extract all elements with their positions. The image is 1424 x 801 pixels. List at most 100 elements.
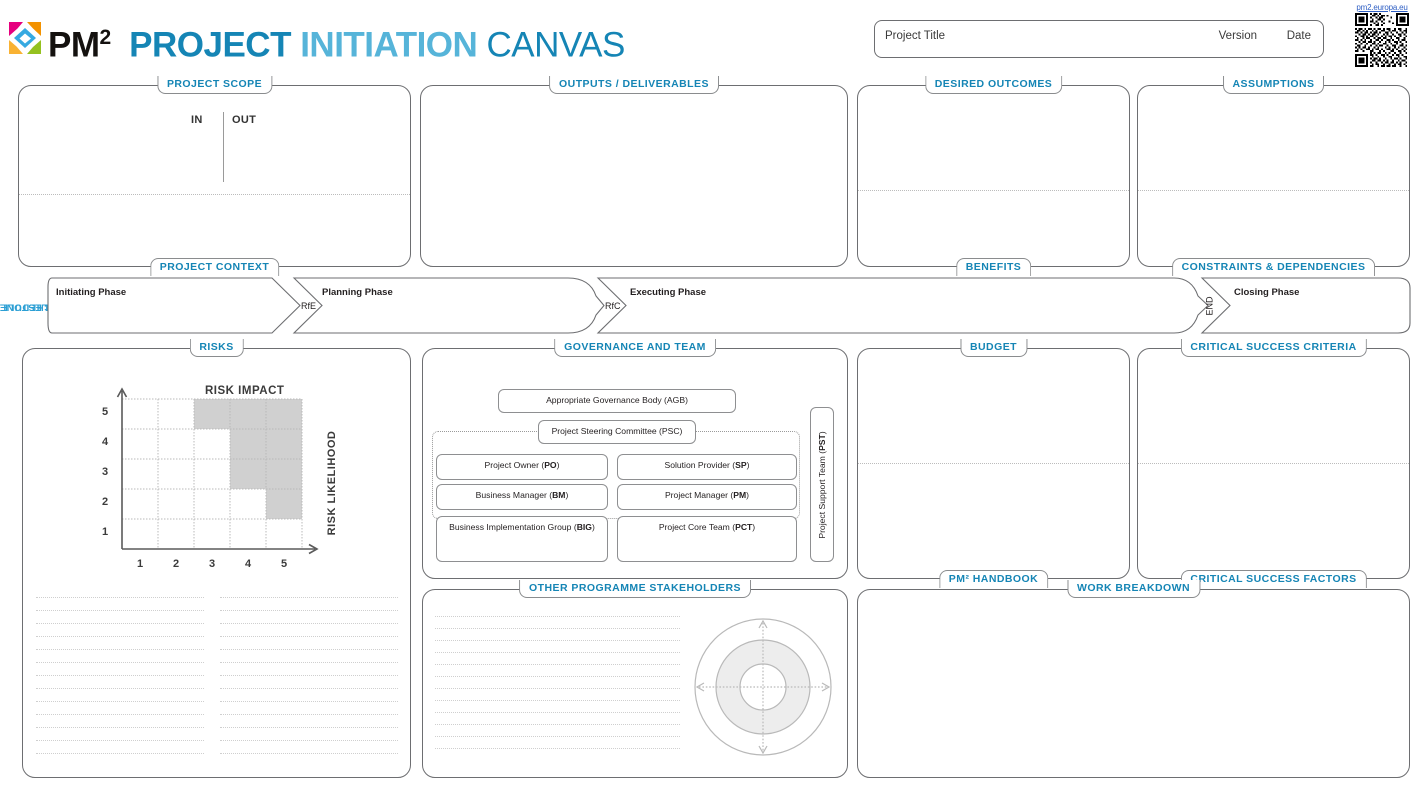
risk-matrix-svg: [116, 387, 319, 555]
writing-line[interactable]: [36, 714, 204, 715]
writing-line[interactable]: [36, 688, 204, 689]
writing-line[interactable]: [36, 597, 204, 598]
phase-label-initiating: Initiating Phase: [56, 287, 127, 298]
tab-work-breakdown[interactable]: WORK BREAKDOWN: [1066, 580, 1201, 598]
tab-risks[interactable]: RISKS: [189, 339, 244, 357]
budget-handbook-divider: [858, 463, 1129, 464]
panel-assumptions[interactable]: ASSUMPTIONS CONSTRAINTS & DEPENDENCIES: [1137, 76, 1410, 276]
y-tick-1: 1: [101, 526, 109, 538]
x-tick-3: 3: [208, 558, 216, 570]
panel-risks[interactable]: RISKS RISK IMPACT RISK LIKELIHOOD: [22, 339, 411, 778]
writing-line[interactable]: [435, 712, 680, 713]
gov-label-psc: Project Steering Committee (PSC): [551, 426, 683, 436]
writing-line[interactable]: [36, 740, 204, 741]
gov-box-po[interactable]: Project Owner (PO): [436, 454, 608, 480]
writing-line[interactable]: [435, 664, 680, 665]
x-tick-2: 2: [172, 558, 180, 570]
scope-in-label: IN: [191, 114, 203, 126]
tab-critical-success-criteria[interactable]: CRITICAL SUCCESS CRITERIA: [1180, 339, 1367, 357]
writing-line[interactable]: [435, 616, 680, 617]
y-tick-2: 2: [101, 496, 109, 508]
writing-line[interactable]: [220, 623, 398, 624]
writing-line[interactable]: [220, 701, 398, 702]
concentric-circles-diagram: [694, 618, 832, 756]
writing-line[interactable]: [220, 727, 398, 728]
risks-notes-column-right[interactable]: [220, 597, 398, 754]
pm2-pinwheel-logo: [8, 21, 42, 55]
stakeholders-notes-lines[interactable]: [435, 616, 680, 749]
writing-line[interactable]: [220, 688, 398, 689]
panel-critical-success-criteria[interactable]: CRITICAL SUCCESS CRITERIA CRITICAL SUCCE…: [1137, 339, 1410, 588]
tab-budget[interactable]: BUDGET: [959, 339, 1028, 357]
qr-code-block[interactable]: pm2.europa.eu: [1345, 3, 1419, 67]
gov-label-pct: Project Core Team (PCT): [658, 522, 756, 532]
writing-line[interactable]: [220, 753, 398, 754]
tab-other-programme-stakeholders[interactable]: OTHER PROGRAMME STAKEHOLDERS: [519, 580, 751, 598]
panel-governance-and-team[interactable]: GOVERNANCE AND TEAM Appropriate Governan…: [422, 339, 848, 579]
writing-line[interactable]: [220, 675, 398, 676]
writing-line[interactable]: [36, 649, 204, 650]
tab-benefits[interactable]: BENEFITS: [955, 258, 1032, 276]
y-tick-4: 4: [101, 436, 109, 448]
tab-desired-outcomes[interactable]: DESIRED OUTCOMES: [924, 76, 1063, 94]
writing-line[interactable]: [220, 714, 398, 715]
tab-constraints-dependencies[interactable]: CONSTRAINTS & DEPENDENCIES: [1171, 258, 1376, 276]
writing-line[interactable]: [435, 628, 680, 629]
title-superscript: 2: [99, 26, 112, 49]
tab-critical-success-factors[interactable]: CRITICAL SUCCESS FACTORS: [1180, 570, 1367, 588]
panel-work-breakdown[interactable]: WORK BREAKDOWN: [857, 580, 1410, 778]
risks-notes-column-left[interactable]: [36, 597, 204, 754]
writing-line[interactable]: [435, 724, 680, 725]
writing-line[interactable]: [36, 701, 204, 702]
gov-box-bm[interactable]: Business Manager (BM): [436, 484, 608, 510]
project-title-input[interactable]: Project Title Version Date: [874, 20, 1324, 58]
writing-line[interactable]: [435, 652, 680, 653]
writing-line[interactable]: [36, 636, 204, 637]
panel-other-programme-stakeholders[interactable]: OTHER PROGRAMME STAKEHOLDERS: [422, 580, 848, 778]
writing-line[interactable]: [435, 688, 680, 689]
writing-line[interactable]: [435, 700, 680, 701]
gov-box-big[interactable]: Business Implementation Group (BIG): [436, 516, 608, 562]
tab-assumptions[interactable]: ASSUMPTIONS: [1222, 76, 1325, 94]
qr-code-icon: [1355, 13, 1409, 67]
writing-line[interactable]: [435, 736, 680, 737]
title-project: PROJECT: [129, 25, 291, 65]
gov-box-pm[interactable]: Project Manager (PM): [617, 484, 797, 510]
writing-line[interactable]: [435, 676, 680, 677]
writing-line[interactable]: [220, 597, 398, 598]
gov-box-psc[interactable]: Project Steering Committee (PSC): [538, 420, 696, 444]
gov-label-agb: Appropriate Governance Body (AGB): [546, 395, 688, 405]
assumptions-constraints-divider: [1138, 190, 1409, 191]
writing-line[interactable]: [435, 640, 680, 641]
panel-desired-outcomes[interactable]: DESIRED OUTCOMES BENEFITS: [857, 76, 1130, 276]
gov-box-agb[interactable]: Appropriate Governance Body (AGB): [498, 389, 736, 413]
writing-line[interactable]: [220, 649, 398, 650]
tab-outputs-deliverables[interactable]: OUTPUTS / DELIVERABLES: [549, 76, 719, 94]
writing-line[interactable]: [36, 662, 204, 663]
tab-governance-and-team[interactable]: GOVERNANCE AND TEAM: [554, 339, 716, 357]
tab-project-scope[interactable]: PROJECT SCOPE: [156, 76, 273, 94]
panel-project-scope[interactable]: PROJECT SCOPE IN OUT PROJECT CONTEXT: [18, 76, 411, 276]
writing-line[interactable]: [435, 748, 680, 749]
gov-box-sp[interactable]: Solution Provider (SP): [617, 454, 797, 480]
writing-line[interactable]: [36, 727, 204, 728]
writing-line[interactable]: [36, 675, 204, 676]
gov-box-pct[interactable]: Project Core Team (PCT): [617, 516, 797, 562]
panel-outputs-deliverables[interactable]: OUTPUTS / DELIVERABLES: [420, 76, 848, 267]
writing-line[interactable]: [36, 623, 204, 624]
pm2-website-link[interactable]: pm2.europa.eu: [1356, 3, 1408, 12]
writing-line[interactable]: [220, 610, 398, 611]
x-tick-1: 1: [136, 558, 144, 570]
writing-line[interactable]: [220, 662, 398, 663]
writing-line[interactable]: [36, 753, 204, 754]
gov-box-pst[interactable]: Project Support Team (PST): [810, 407, 834, 562]
phase-label-planning: Planning Phase: [322, 287, 393, 298]
tab-pm2-handbook[interactable]: PM² HANDBOOK: [938, 570, 1049, 588]
panel-budget[interactable]: BUDGET PM² HANDBOOK: [857, 339, 1130, 588]
writing-line[interactable]: [220, 636, 398, 637]
writing-line[interactable]: [220, 740, 398, 741]
writing-line[interactable]: [36, 610, 204, 611]
y-tick-3: 3: [101, 466, 109, 478]
tab-project-context[interactable]: PROJECT CONTEXT: [149, 258, 280, 276]
